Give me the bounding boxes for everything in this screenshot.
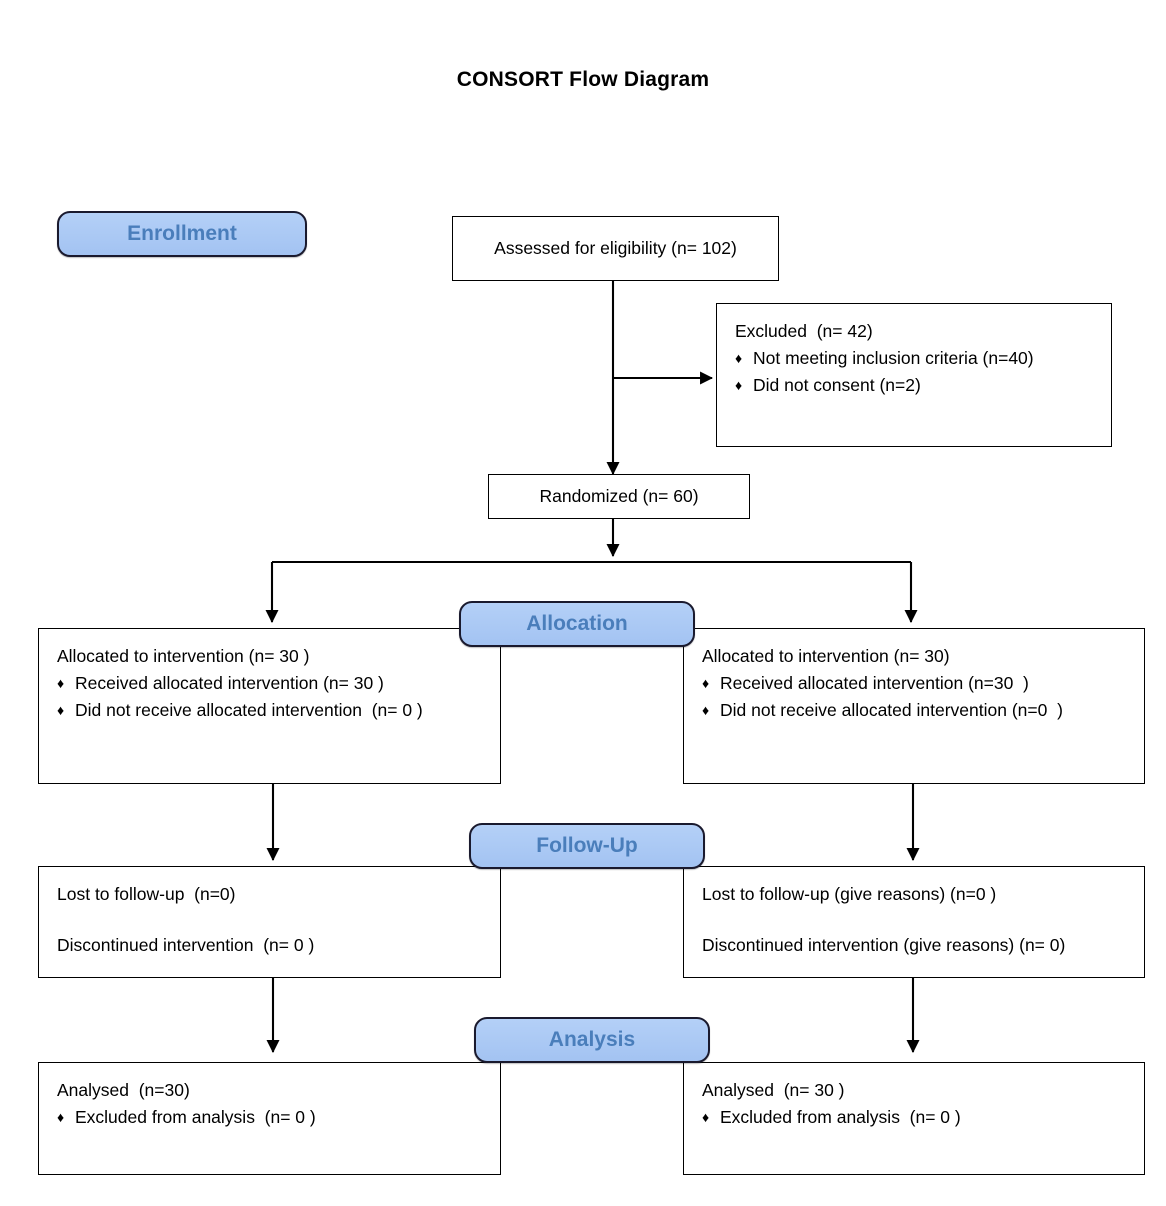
box-followup-right-content: Lost to follow-up (give reasons) (n=0 ) D… <box>684 867 1144 969</box>
box-line-text: Received allocated intervention (n=30 ) <box>720 673 1029 694</box>
box-text-line: Analysed (n=30) <box>57 1077 484 1104</box>
stage-label-analysis-text: Analysis <box>548 1028 636 1051</box>
box-analysis-left-content: Analysed (n=30) ♦ Excluded from analysis (… <box>39 1063 500 1141</box>
box-line-text: Lost to follow-up (n=0) <box>57 884 236 904</box>
box-text-line: Assessed for eligibility (n= 102) <box>494 235 737 262</box>
stage-label-enrollment-text: Enrollment <box>127 222 237 245</box>
box-analysis-right: Analysed (n= 30 ) ♦ Excluded from analysis… <box>683 1062 1145 1175</box>
box-line-text: Did not receive allocated intervention (… <box>720 700 1063 721</box>
stage-label-enrollment: Enrollment <box>57 211 307 257</box>
box-text-line: Excluded (n= 42) <box>735 318 1095 345</box>
box-text-line: Randomized (n= 60) <box>539 483 698 510</box>
box-bullet-line: ♦ Did not consent (n=2) <box>735 372 1095 399</box>
box-bullet-line: ♦ Did not receive allocated intervention … <box>57 697 484 724</box>
stage-label-followup-text: Follow-Up <box>536 834 638 857</box>
page-title: CONSORT Flow Diagram <box>456 68 710 91</box>
box-line-text: Assessed for eligibility (n= 102) <box>494 237 737 258</box>
box-line-text: Discontinued intervention (give reasons)… <box>702 935 1066 956</box>
box-bullet-line: ♦ Excluded from analysis (n= 0 ) <box>702 1104 1128 1131</box>
box-line-text: Allocated to intervention (n= 30) <box>702 646 950 666</box>
box-allocated-right-content: Allocated to intervention (n= 30) ♦ Receiv… <box>684 629 1144 734</box>
box-line-text: Did not consent (n=2) <box>753 375 921 396</box>
box-allocated-left: Allocated to intervention (n= 30 ) ♦ Recei… <box>38 628 501 784</box>
box-line-text: Randomized (n= 60) <box>539 485 699 506</box>
box-followup-left: Lost to follow-up (n=0) Discontinued inte… <box>38 866 501 978</box>
box-line-text: Excluded from analysis (n= 0 ) <box>720 1107 961 1128</box>
box-line-text: Received allocated intervention (n= 30 ) <box>75 673 384 694</box>
box-line-text: Analysed (n=30) <box>57 1080 190 1100</box>
stage-label-allocation: Allocation <box>459 601 695 647</box>
diamond-bullet-icon: ♦ <box>57 702 65 719</box>
diamond-bullet-icon: ♦ <box>57 675 65 692</box>
box-line-text: Did not receive allocated intervention (… <box>75 700 423 721</box>
box-line-text: Not meeting inclusion criteria (n=40) <box>753 348 1034 369</box>
box-randomized-content: Randomized (n= 60) <box>489 475 749 518</box>
box-text-line: Lost to follow-up (n=0) <box>57 881 484 908</box>
box-followup-right: Lost to follow-up (give reasons) (n=0 ) D… <box>683 866 1145 978</box>
diamond-bullet-icon: ♦ <box>735 350 743 367</box>
box-bullet-line: ♦ Excluded from analysis (n= 0 ) <box>57 1104 484 1131</box>
box-line-text: Excluded from analysis (n= 0 ) <box>75 1107 316 1128</box>
box-line-text: Analysed (n= 30 ) <box>702 1080 845 1100</box>
box-line-text: Discontinued intervention (n= 0 ) <box>57 935 315 956</box>
stage-label-analysis: Analysis <box>474 1017 710 1063</box>
box-bullet-line: ♦ Did not receive allocated intervention … <box>702 697 1128 724</box>
box-line-text: Lost to follow-up (give reasons) (n=0 ) <box>702 884 997 904</box>
box-bullet-line: ♦ Received allocated intervention (n=30 ) <box>702 670 1128 697</box>
stage-label-allocation-text: Allocation <box>526 612 628 635</box>
box-excluded: Excluded (n= 42) ♦ Not meeting inclusion c… <box>716 303 1112 447</box>
box-analysis-right-content: Analysed (n= 30 ) ♦ Excluded from analysis… <box>684 1063 1144 1141</box>
box-assessed-content: Assessed for eligibility (n= 102) <box>453 217 778 280</box>
box-assessed-for-eligibility: Assessed for eligibility (n= 102) <box>452 216 779 281</box>
box-excluded-content: Excluded (n= 42) ♦ Not meeting inclusion c… <box>717 304 1111 409</box>
box-bullet-line: ♦ Not meeting inclusion criteria (n=40) <box>735 345 1095 372</box>
box-analysis-left: Analysed (n=30) ♦ Excluded from analysis (… <box>38 1062 501 1175</box>
box-followup-left-content: Lost to follow-up (n=0) Discontinued inte… <box>39 867 500 969</box>
box-allocated-left-content: Allocated to intervention (n= 30 ) ♦ Recei… <box>39 629 500 734</box>
diamond-bullet-icon: ♦ <box>702 675 710 692</box>
diamond-bullet-icon: ♦ <box>702 702 710 719</box>
diamond-bullet-icon: ♦ <box>702 1109 710 1126</box>
diamond-bullet-icon: ♦ <box>735 377 743 394</box>
stage-label-followup: Follow-Up <box>469 823 705 869</box>
box-line-text: Excluded (n= 42) <box>735 321 873 341</box>
box-text-line: Analysed (n= 30 ) <box>702 1077 1128 1104</box>
box-text-line: Discontinued intervention (give reasons)… <box>702 932 1128 959</box>
box-randomized: Randomized (n= 60) <box>488 474 750 519</box>
box-allocated-right: Allocated to intervention (n= 30) ♦ Receiv… <box>683 628 1145 784</box>
box-bullet-line: ♦ Received allocated intervention (n= 30 … <box>57 670 484 697</box>
box-line-text: Allocated to intervention (n= 30 ) <box>57 646 310 666</box>
box-text-line: Lost to follow-up (give reasons) (n=0 ) <box>702 881 1128 908</box>
box-text-line: Allocated to intervention (n= 30) <box>702 643 1128 670</box>
box-text-line: Allocated to intervention (n= 30 ) <box>57 643 484 670</box>
diamond-bullet-icon: ♦ <box>57 1109 65 1126</box>
box-text-line: Discontinued intervention (n= 0 ) <box>57 932 484 959</box>
